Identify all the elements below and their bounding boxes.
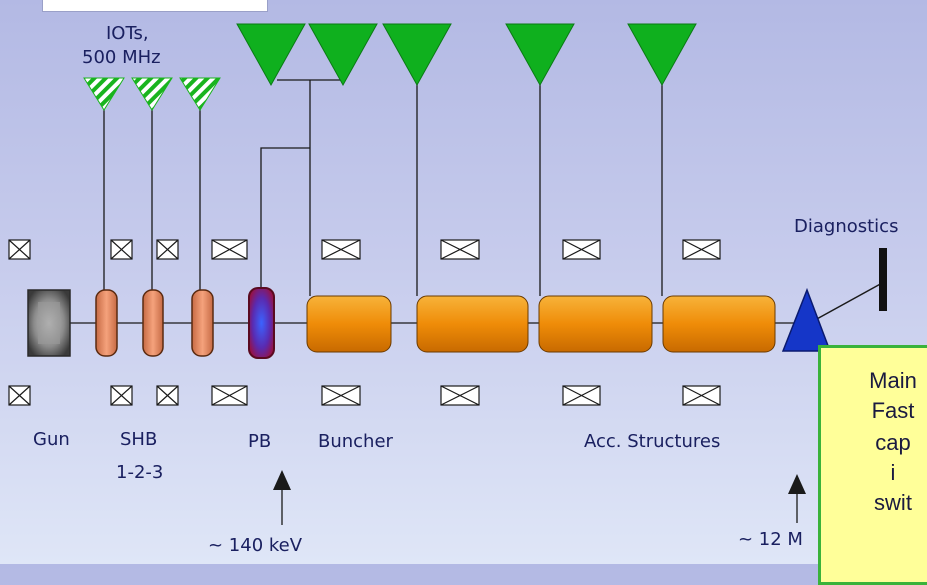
pb-label: PB [248,431,272,452]
solenoid-icon [321,385,361,406]
prebuncher-icon [248,287,275,359]
solenoid-icon [156,385,179,406]
iot-icons [83,77,221,111]
solenoid-icon [440,385,480,406]
energy-140-label: ~ 140 keV [208,535,303,556]
solenoid-icon [682,239,721,260]
klystron-icon-5 [627,23,697,87]
energy-arrow-12 [788,474,806,523]
acc-structure-2 [538,295,653,353]
waveguide-lines [103,79,663,296]
diagnostic-arm [814,281,885,321]
injector-diagram [8,23,887,525]
energy-12-label: ~ 12 M [738,529,803,550]
iot-icon-1 [83,77,125,111]
iot-icon-3 [179,77,221,111]
shb-cavity-1 [95,289,118,357]
callout-line-2: Fast [871,398,915,423]
solenoid-icons [8,239,721,406]
shb-cavity-2 [142,289,164,357]
info-callout: Main Fast cap i swit [818,345,927,585]
solenoid-icon [440,239,480,260]
iots-label-line1: IOTs, [106,23,149,44]
shb-label-line2: 1-2-3 [116,462,164,483]
acc-structure-1 [416,295,529,353]
diagnostic-triangle-icon [781,287,832,352]
acc-structure-3 [662,295,776,353]
solenoid-icon [110,385,133,406]
solenoid-icon [211,385,248,406]
klystron-icon-3 [382,23,452,87]
iot-icon-2 [131,77,173,111]
solenoid-icon [682,385,721,406]
shb-cavity-3 [191,289,214,357]
callout-line-3: cap [875,430,911,455]
solenoid-icon [156,239,179,260]
energy-arrow-140 [273,470,291,525]
solenoid-icon [8,239,31,260]
klystron-icon-2 [308,23,378,87]
solenoid-icon [321,239,361,260]
callout-line-4: i [890,460,896,485]
solenoid-icon [562,385,601,406]
acc-structures-label: Acc. Structures [584,431,721,452]
klystron-icons [236,23,697,87]
solenoid-icon [562,239,601,260]
solenoid-icon [8,385,31,406]
diagnostic-screen [879,248,887,311]
diagnostics-label: Diagnostics [794,216,899,237]
callout-line-1: Main [869,368,917,393]
gun-label: Gun [33,429,70,450]
klystron-icon-1 [236,23,306,87]
solenoid-icon [211,239,248,260]
buncher-structure [306,295,392,353]
callout-line-5: swit [874,490,912,515]
buncher-label: Buncher [318,431,393,452]
klystron-icon-4 [505,23,575,87]
top-legend-box [42,0,268,12]
solenoid-icon [110,239,133,260]
iots-label-line2: 500 MHz [82,47,161,68]
shb-label-line1: SHB [120,429,158,450]
